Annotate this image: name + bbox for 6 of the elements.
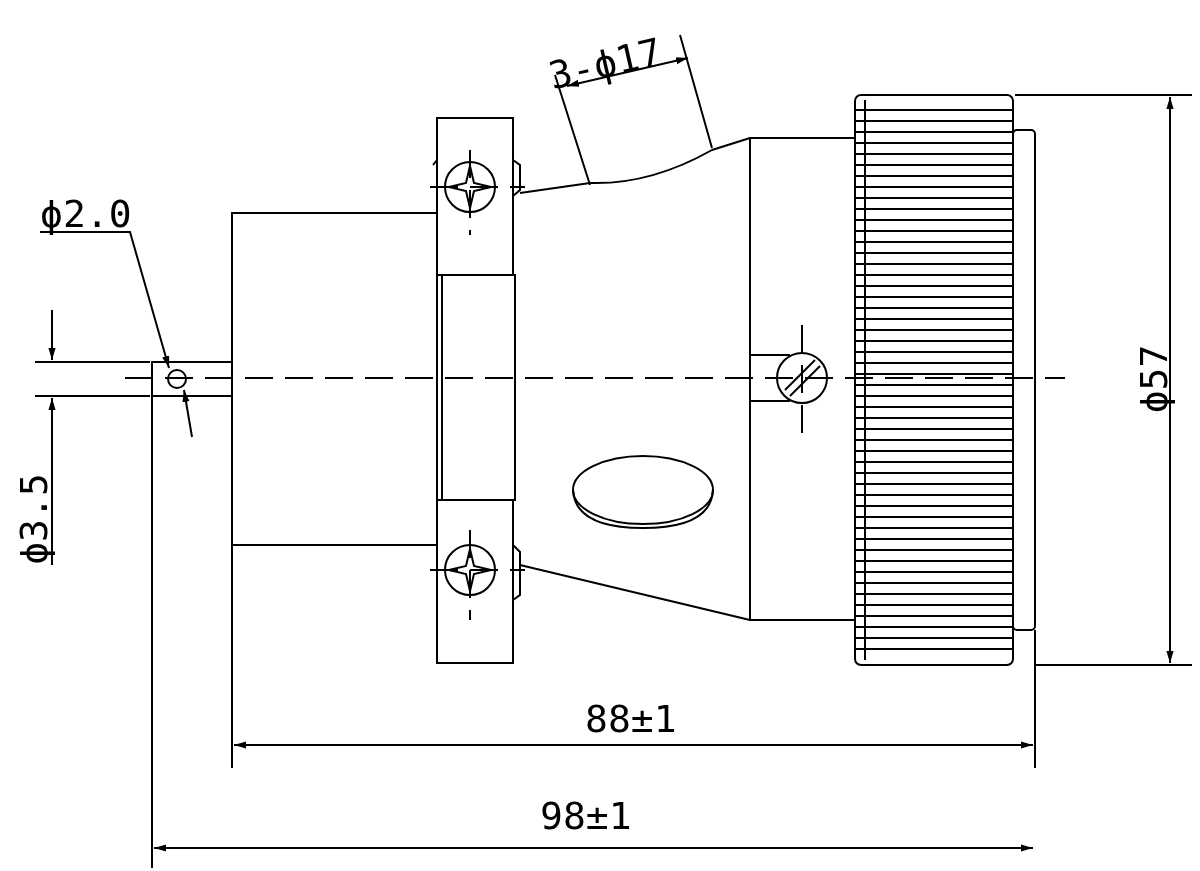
dimension-label: ϕ57	[1135, 344, 1174, 414]
dimension-label: ϕ3.5	[14, 473, 53, 565]
dimension-label: 98±1	[540, 797, 632, 835]
dimension-label: 3-ϕ17	[545, 32, 666, 96]
dimension-label: 88±1	[585, 700, 677, 738]
dimension-label: ϕ2.0	[40, 195, 132, 233]
